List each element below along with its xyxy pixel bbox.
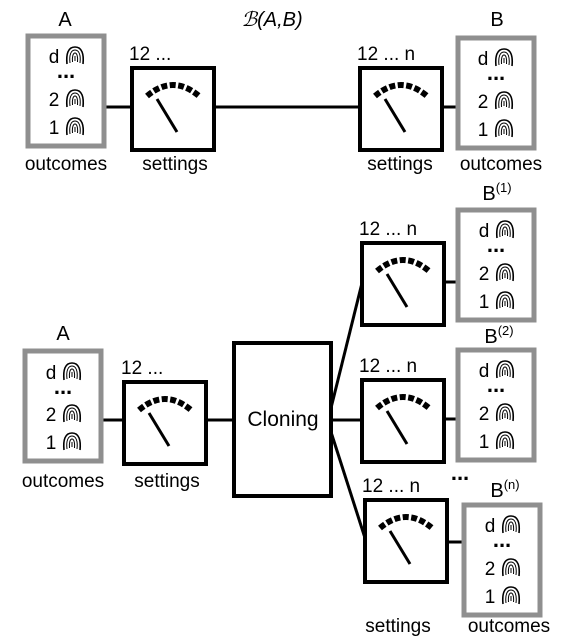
settings-values-a: 12 ... xyxy=(121,358,163,379)
fingerprint-icon xyxy=(494,119,514,138)
fingerprint-icon xyxy=(62,432,82,451)
fingerprint-icon xyxy=(494,91,514,110)
outcome-row-label: 2 xyxy=(485,559,496,580)
cloning-box: Cloning xyxy=(232,341,333,498)
outcomes-box-bn: d ... 2 1 xyxy=(461,502,543,618)
settings-caption: settings xyxy=(134,471,199,492)
meter-dial-icon xyxy=(362,380,444,462)
party-b2-label: B(2) xyxy=(484,323,513,348)
outcomes-caption: outcomes xyxy=(25,154,107,175)
outcomes-caption: outcomes xyxy=(460,154,542,175)
outcome-row-label: 1 xyxy=(479,432,490,453)
outcome-row-label: d xyxy=(479,361,490,382)
settings-values-a: 12 ... xyxy=(129,44,171,65)
fingerprint-icon xyxy=(495,263,515,282)
fingerprint-icon xyxy=(501,558,521,577)
outcome-dots: ... xyxy=(487,372,505,397)
outcome-dots: ... xyxy=(493,527,511,552)
party-b1-label: B(1) xyxy=(482,180,511,205)
outcome-row-label: 1 xyxy=(49,118,60,139)
fingerprint-icon xyxy=(65,89,85,108)
outcome-dots: ... xyxy=(57,58,75,83)
outcome-row-label: 2 xyxy=(479,404,490,425)
outcome-row-label: 2 xyxy=(46,405,57,426)
outcomes-box-b1: d ... 2 1 xyxy=(455,207,537,323)
channel-label: ℬ(A,B) xyxy=(241,9,302,31)
outcomes-box-b2: d ... 2 1 xyxy=(455,347,537,463)
fingerprint-icon xyxy=(501,586,521,605)
outcome-dots: ... xyxy=(54,374,72,399)
party-a-label: A xyxy=(58,9,72,31)
branch-wire-3 xyxy=(329,431,367,539)
outcome-row-label: 1 xyxy=(479,292,490,313)
meter-dial-icon xyxy=(365,500,447,582)
outcome-row-label: d xyxy=(478,49,489,70)
outcome-row-label: 1 xyxy=(478,120,489,141)
outcome-row-label: 2 xyxy=(49,90,60,111)
fingerprint-icon xyxy=(62,404,82,423)
fingerprint-icon xyxy=(65,117,85,136)
party-a-label: A xyxy=(56,323,70,345)
outcome-row-label: 1 xyxy=(46,433,57,454)
bottom-section: A d ... 2 1 12 ... Cloning 12 ... n B(1)… xyxy=(22,180,550,637)
top-section: A ℬ(A,B) B d ... 2 1 12 ... 12 ... n d .… xyxy=(25,9,542,175)
outcome-dots: ... xyxy=(487,232,505,257)
branch-wire-1 xyxy=(329,282,364,409)
outcomes-box-a: d ... 2 1 xyxy=(25,33,107,149)
settings-values-b1: 12 ... n xyxy=(359,219,417,240)
outcomes-caption: outcomes xyxy=(22,471,104,492)
settings-values-bn: 12 ... n xyxy=(362,476,420,497)
party-bn-label: B(n) xyxy=(490,477,519,502)
outcome-row-label: 1 xyxy=(485,587,496,608)
fingerprint-icon xyxy=(495,291,515,310)
settings-values-b2: 12 ... n xyxy=(359,356,417,377)
settings-caption: settings xyxy=(142,154,207,175)
outcome-dots: ... xyxy=(487,60,505,85)
between-branch-dots: ... xyxy=(451,460,469,485)
settings-caption: settings xyxy=(365,616,430,637)
fingerprint-icon xyxy=(495,431,515,450)
outcome-row-label: 2 xyxy=(479,264,490,285)
outcome-row-label: d xyxy=(479,221,490,242)
outcomes-caption: outcomes xyxy=(468,616,550,637)
meter-dial-icon xyxy=(362,243,444,325)
settings-values-b: 12 ... n xyxy=(357,44,415,65)
meter-dial-icon xyxy=(124,382,206,464)
outcome-row-label: d xyxy=(46,363,57,384)
settings-caption: settings xyxy=(367,154,432,175)
fingerprint-icon xyxy=(495,403,515,422)
outcome-row-label: d xyxy=(49,47,60,68)
outcome-row-label: 2 xyxy=(478,92,489,113)
outcomes-box-a: d ... 2 1 xyxy=(22,348,104,464)
outcome-row-label: d xyxy=(485,516,496,537)
party-bn-superscript: (n) xyxy=(504,477,520,492)
meter-dial-icon xyxy=(360,68,442,150)
outcomes-box-b: d ... 2 1 xyxy=(455,35,537,151)
party-b2-superscript: (2) xyxy=(498,323,514,338)
meter-dial-icon xyxy=(132,68,214,150)
party-b-label: B xyxy=(490,9,503,31)
party-b1-superscript: (1) xyxy=(496,180,512,195)
cloning-label: Cloning xyxy=(247,408,318,431)
